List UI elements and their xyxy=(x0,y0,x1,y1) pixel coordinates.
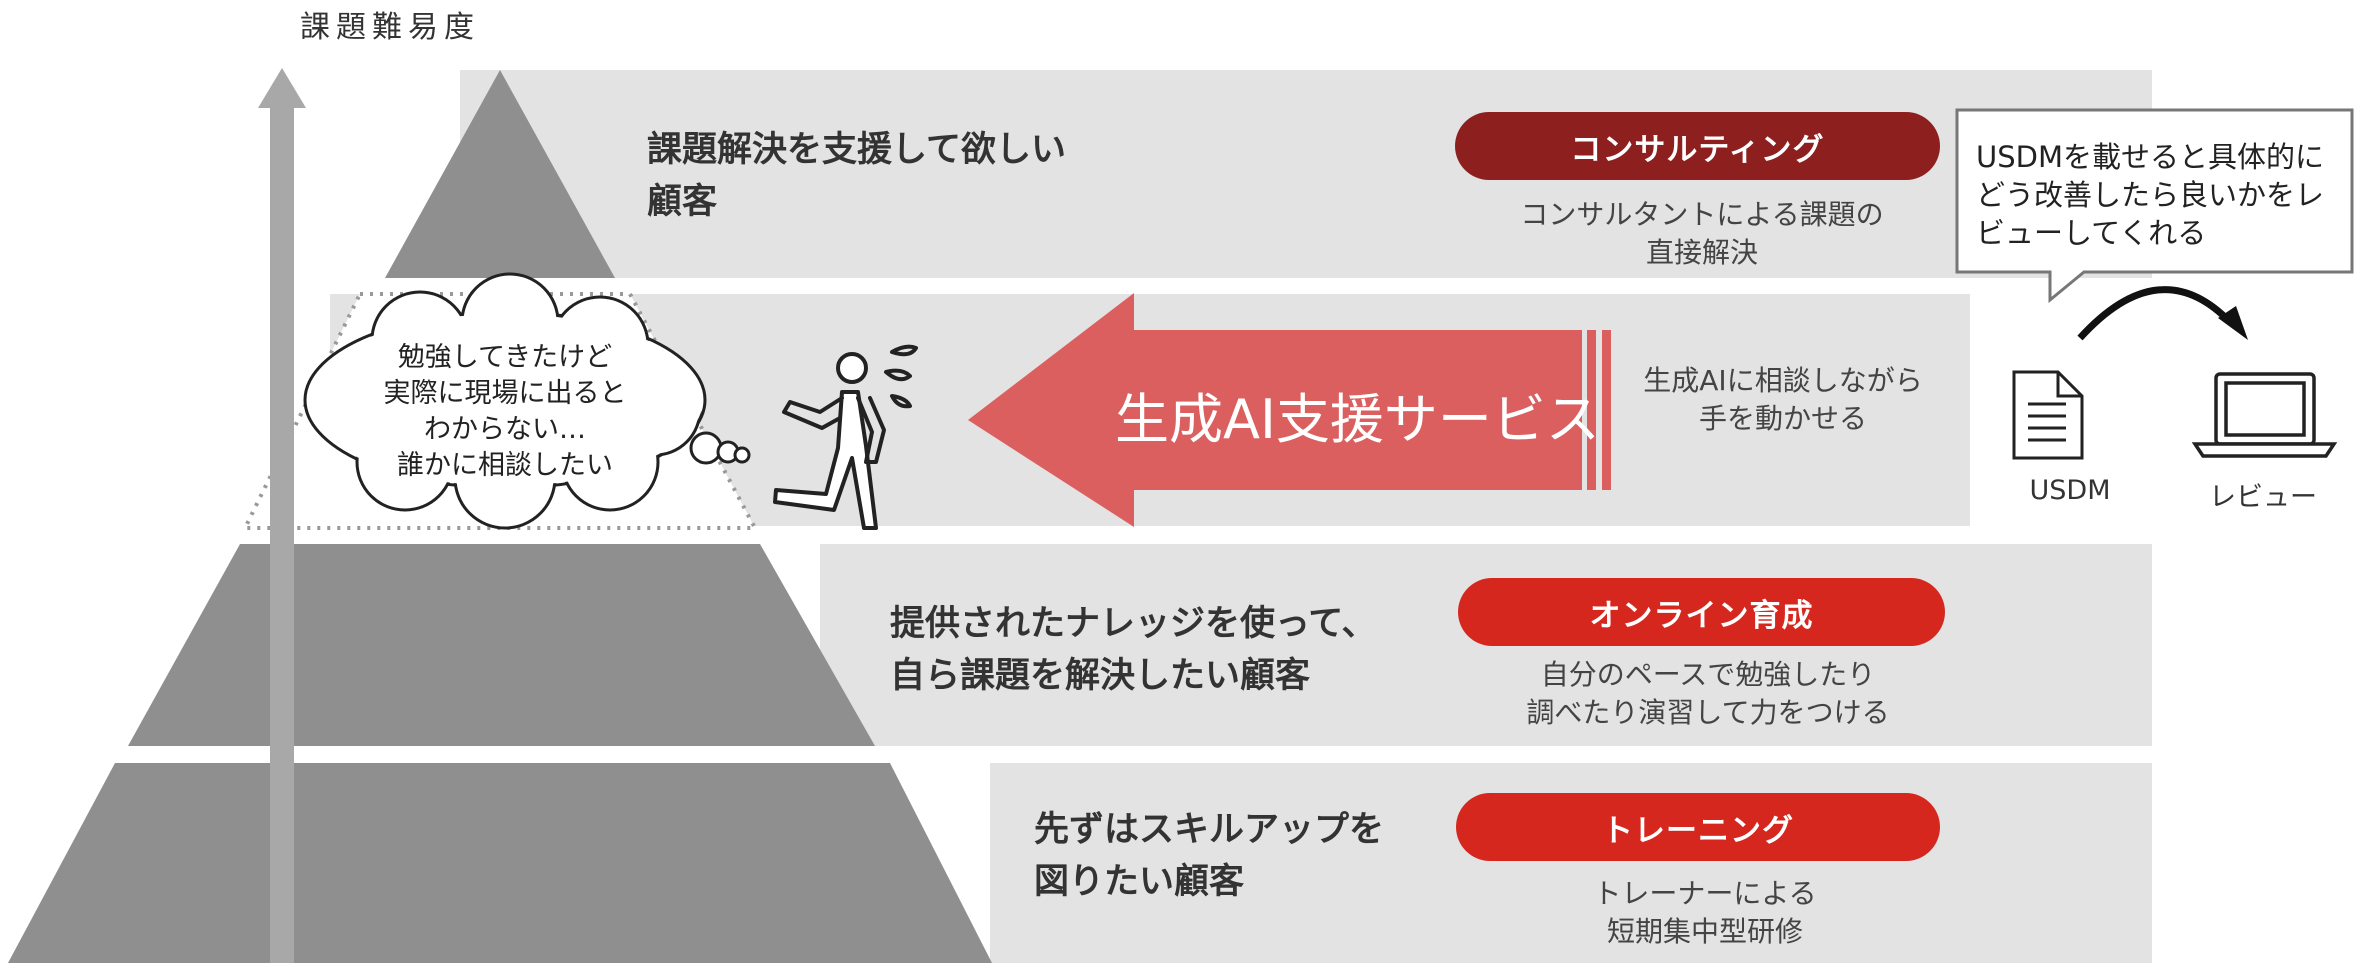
document-icon-label: USDM xyxy=(2029,475,2111,506)
training-description: トレーナーによる 短期集中型研修 xyxy=(1485,875,1925,951)
axis-arrow-head xyxy=(258,68,306,108)
desc-line: 生成AIに相談しながら xyxy=(1643,364,1923,397)
arrow-stripe-2 xyxy=(1602,330,1611,490)
callout-line: USDMを載せると具体的に xyxy=(1976,140,2324,174)
laptop-icon xyxy=(2191,372,2338,458)
title-line: 図りたい顧客 xyxy=(1034,862,1245,902)
bubble-line: 実際に現場に出ると xyxy=(383,378,627,409)
desc-line: 調べたり演習して力をつける xyxy=(1526,696,1890,729)
curved-arrow-icon xyxy=(2077,286,2233,341)
arrow-stripe-1 xyxy=(1587,330,1596,490)
document-icon xyxy=(2012,370,2084,460)
consulting-pill: コンサルティング xyxy=(1455,112,1940,180)
pyramid-bottom xyxy=(8,763,992,963)
tier-consulting-title: 課題解決を支援して欲しい 顧客 xyxy=(647,124,1066,228)
title-line: 顧客 xyxy=(647,182,718,222)
axis-label: 課題難易度 xyxy=(300,10,480,45)
ai-support-label: 生成AI支援サービス xyxy=(1115,388,1600,451)
bubble-line: 勉強してきたけど xyxy=(397,342,613,373)
training-pill: トレーニング xyxy=(1456,793,1940,861)
tier-training-title: 先ずはスキルアップを 図りたい顧客 xyxy=(1034,804,1384,908)
desc-line: 直接解決 xyxy=(1645,236,1758,269)
desc-line: 自分のペースで勉強したり xyxy=(1540,658,1876,691)
desc-line: コンサルタントによる課題の xyxy=(1520,198,1884,231)
title-line: 自ら課題を解決したい顧客 xyxy=(890,656,1311,696)
thought-dot-large xyxy=(689,431,723,465)
thought-dot-small xyxy=(733,446,751,464)
callout-line: ビューしてくれる xyxy=(1976,216,2207,250)
axis-arrow-shaft xyxy=(270,105,294,963)
consulting-description: コンサルタントによる課題の 直接解決 xyxy=(1482,196,1922,272)
walking-person-icon xyxy=(773,344,918,530)
bubble-line: 誰かに相談したい xyxy=(397,450,613,481)
online-training-description: 自分のペースで勉強したり 調べたり演習して力をつける xyxy=(1488,656,1928,732)
tier-online-title: 提供されたナレッジを使って、 自ら課題を解決したい顧客 xyxy=(890,598,1377,702)
desc-line: 短期集中型研修 xyxy=(1606,915,1803,948)
thought-cloud-fill xyxy=(307,314,703,486)
curved-arrow-head xyxy=(2218,306,2248,340)
callout-box xyxy=(1955,108,2354,304)
thought-bubble-text: 勉強してきたけど 実際に現場に出ると わからない… 誰かに相談したい xyxy=(365,340,645,484)
pyramid-third xyxy=(128,544,875,746)
title-line: 先ずはスキルアップを xyxy=(1034,810,1385,850)
title-line: 提供されたナレッジを使って、 xyxy=(890,604,1377,644)
title-line: 課題解決を支援して欲しい xyxy=(647,130,1066,170)
laptop-icon-label: レビュー xyxy=(2209,482,2317,513)
callout-line: どう改善したら良いかをレ xyxy=(1976,178,2325,212)
bubble-line: わからない… xyxy=(424,414,586,445)
desc-line: 手を動かせる xyxy=(1698,402,1867,435)
callout-text: USDMを載せると具体的に どう改善したら良いかをレ ビューしてくれる xyxy=(1976,138,2357,252)
desc-line: トレーナーによる xyxy=(1593,877,1817,910)
pyramid-top xyxy=(385,70,615,278)
ai-support-arrow xyxy=(968,293,1582,527)
ai-support-description: 生成AIに相談しながら 手を動かせる xyxy=(1563,362,2003,438)
online-training-pill: オンライン育成 xyxy=(1458,578,1945,646)
